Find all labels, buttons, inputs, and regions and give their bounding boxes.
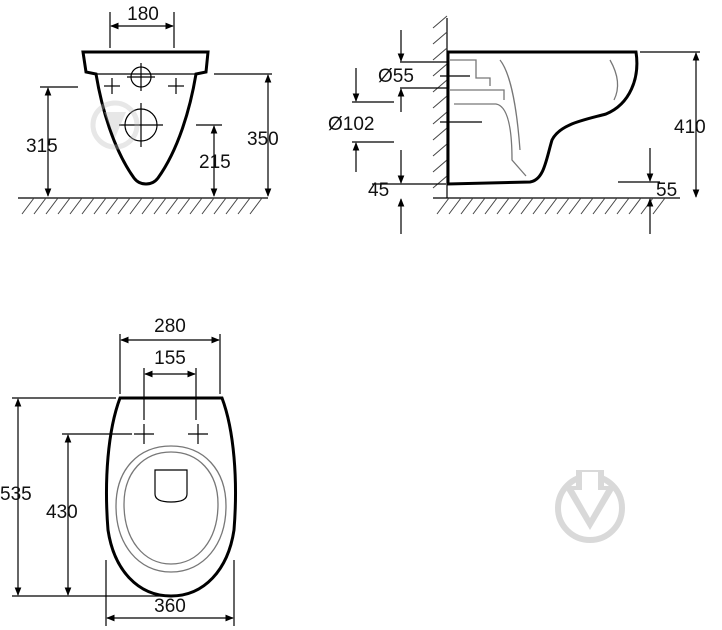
top-fixing-cross-right (188, 424, 208, 444)
dim-180-label: 180 (127, 4, 159, 25)
dim-410-label: 410 (674, 117, 706, 138)
dim-430-label: 430 (46, 502, 78, 523)
dim-d102-label: Ø102 (328, 114, 374, 135)
dim-280-label: 280 (154, 316, 186, 337)
fixing-cross-right (168, 78, 184, 94)
dim-350-label: 350 (247, 129, 279, 150)
dim-535-label: 535 (0, 484, 32, 505)
dim-45-label: 45 (368, 180, 389, 201)
dim-55-label: 55 (656, 180, 677, 201)
front-bowl-outline (81, 50, 210, 186)
fixing-cross-left (104, 78, 120, 94)
front-floor (18, 197, 268, 215)
brand-drop-logo-icon (555, 470, 625, 543)
dim-360-label: 360 (154, 596, 186, 617)
side-bowl-outline (446, 50, 639, 186)
front-view: 180 315 350 215 (18, 4, 279, 215)
top-view: 280 155 535 430 360 (0, 316, 237, 626)
dim-155-label: 155 (154, 348, 186, 369)
top-outlet (154, 469, 188, 503)
top-bowl-outline (105, 396, 237, 598)
top-fixing-cross-left (134, 424, 154, 444)
side-view: Ø55 Ø102 45 410 55 (328, 15, 706, 234)
dim-d55-label: Ø55 (378, 66, 414, 87)
dim-215-label: 215 (199, 152, 231, 173)
side-floor (433, 197, 680, 215)
side-wall (432, 15, 448, 198)
dim-315-label: 315 (26, 136, 58, 157)
top-inner-rim (115, 445, 227, 573)
watermark-small-icon (90, 100, 140, 150)
